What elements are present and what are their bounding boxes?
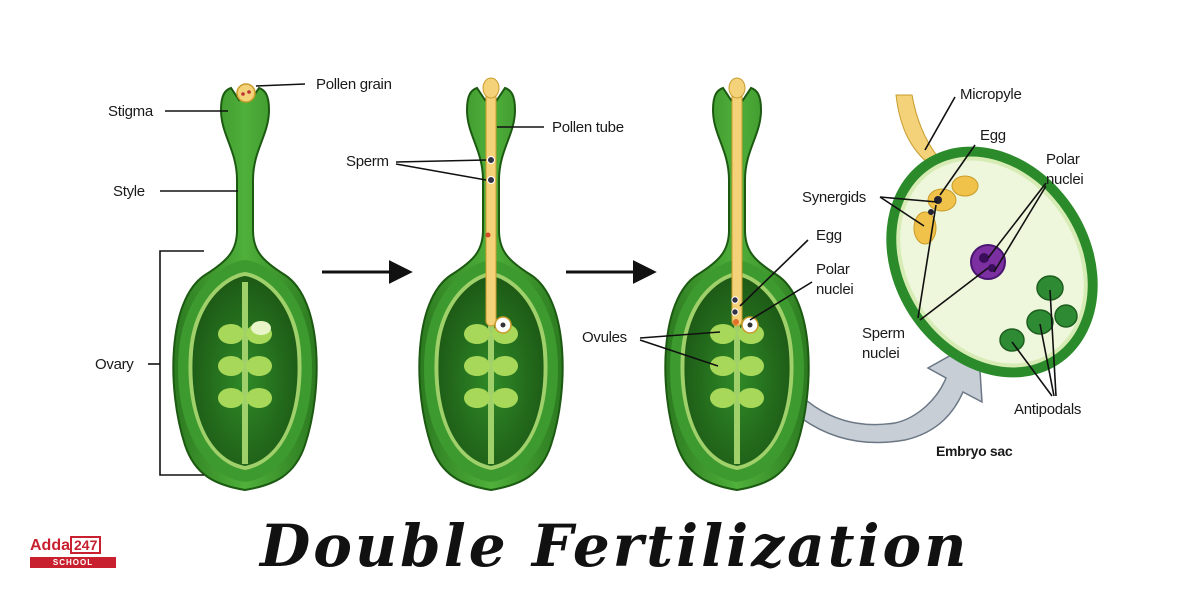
label-pollen-tube: Pollen tube — [552, 119, 624, 136]
label-ovules: Ovules — [582, 329, 627, 346]
label-egg-stage-3: Egg — [816, 227, 842, 244]
label-antipodals: Antipodals — [1014, 401, 1081, 418]
label-egg-sac: Egg — [980, 127, 1006, 144]
pistil-stage-1 — [172, 87, 318, 491]
label-pollen-grain: Pollen grain — [316, 76, 392, 93]
label-embryo-sac: Embryo sac — [936, 443, 1013, 459]
logo-number: 247 — [70, 536, 102, 554]
label-ovary: Ovary — [95, 356, 134, 373]
embryo-sac — [886, 94, 1098, 378]
label-sperm: Sperm — [346, 153, 389, 170]
label-stigma: Stigma — [108, 103, 154, 120]
pollen-tube — [482, 77, 512, 334]
logo-name: Adda — [30, 537, 70, 554]
label-micropyle: Micropyle — [960, 86, 1021, 103]
ovary-bracket — [159, 250, 204, 476]
label-synergids: Synergids — [802, 189, 866, 206]
pollen-grain-icon — [236, 83, 256, 103]
label-style: Style — [113, 183, 145, 200]
page-title: Double Fertilization — [260, 512, 970, 580]
logo-sub: SCHOOL — [30, 557, 116, 568]
pollen-tube-stage-3 — [728, 77, 759, 334]
